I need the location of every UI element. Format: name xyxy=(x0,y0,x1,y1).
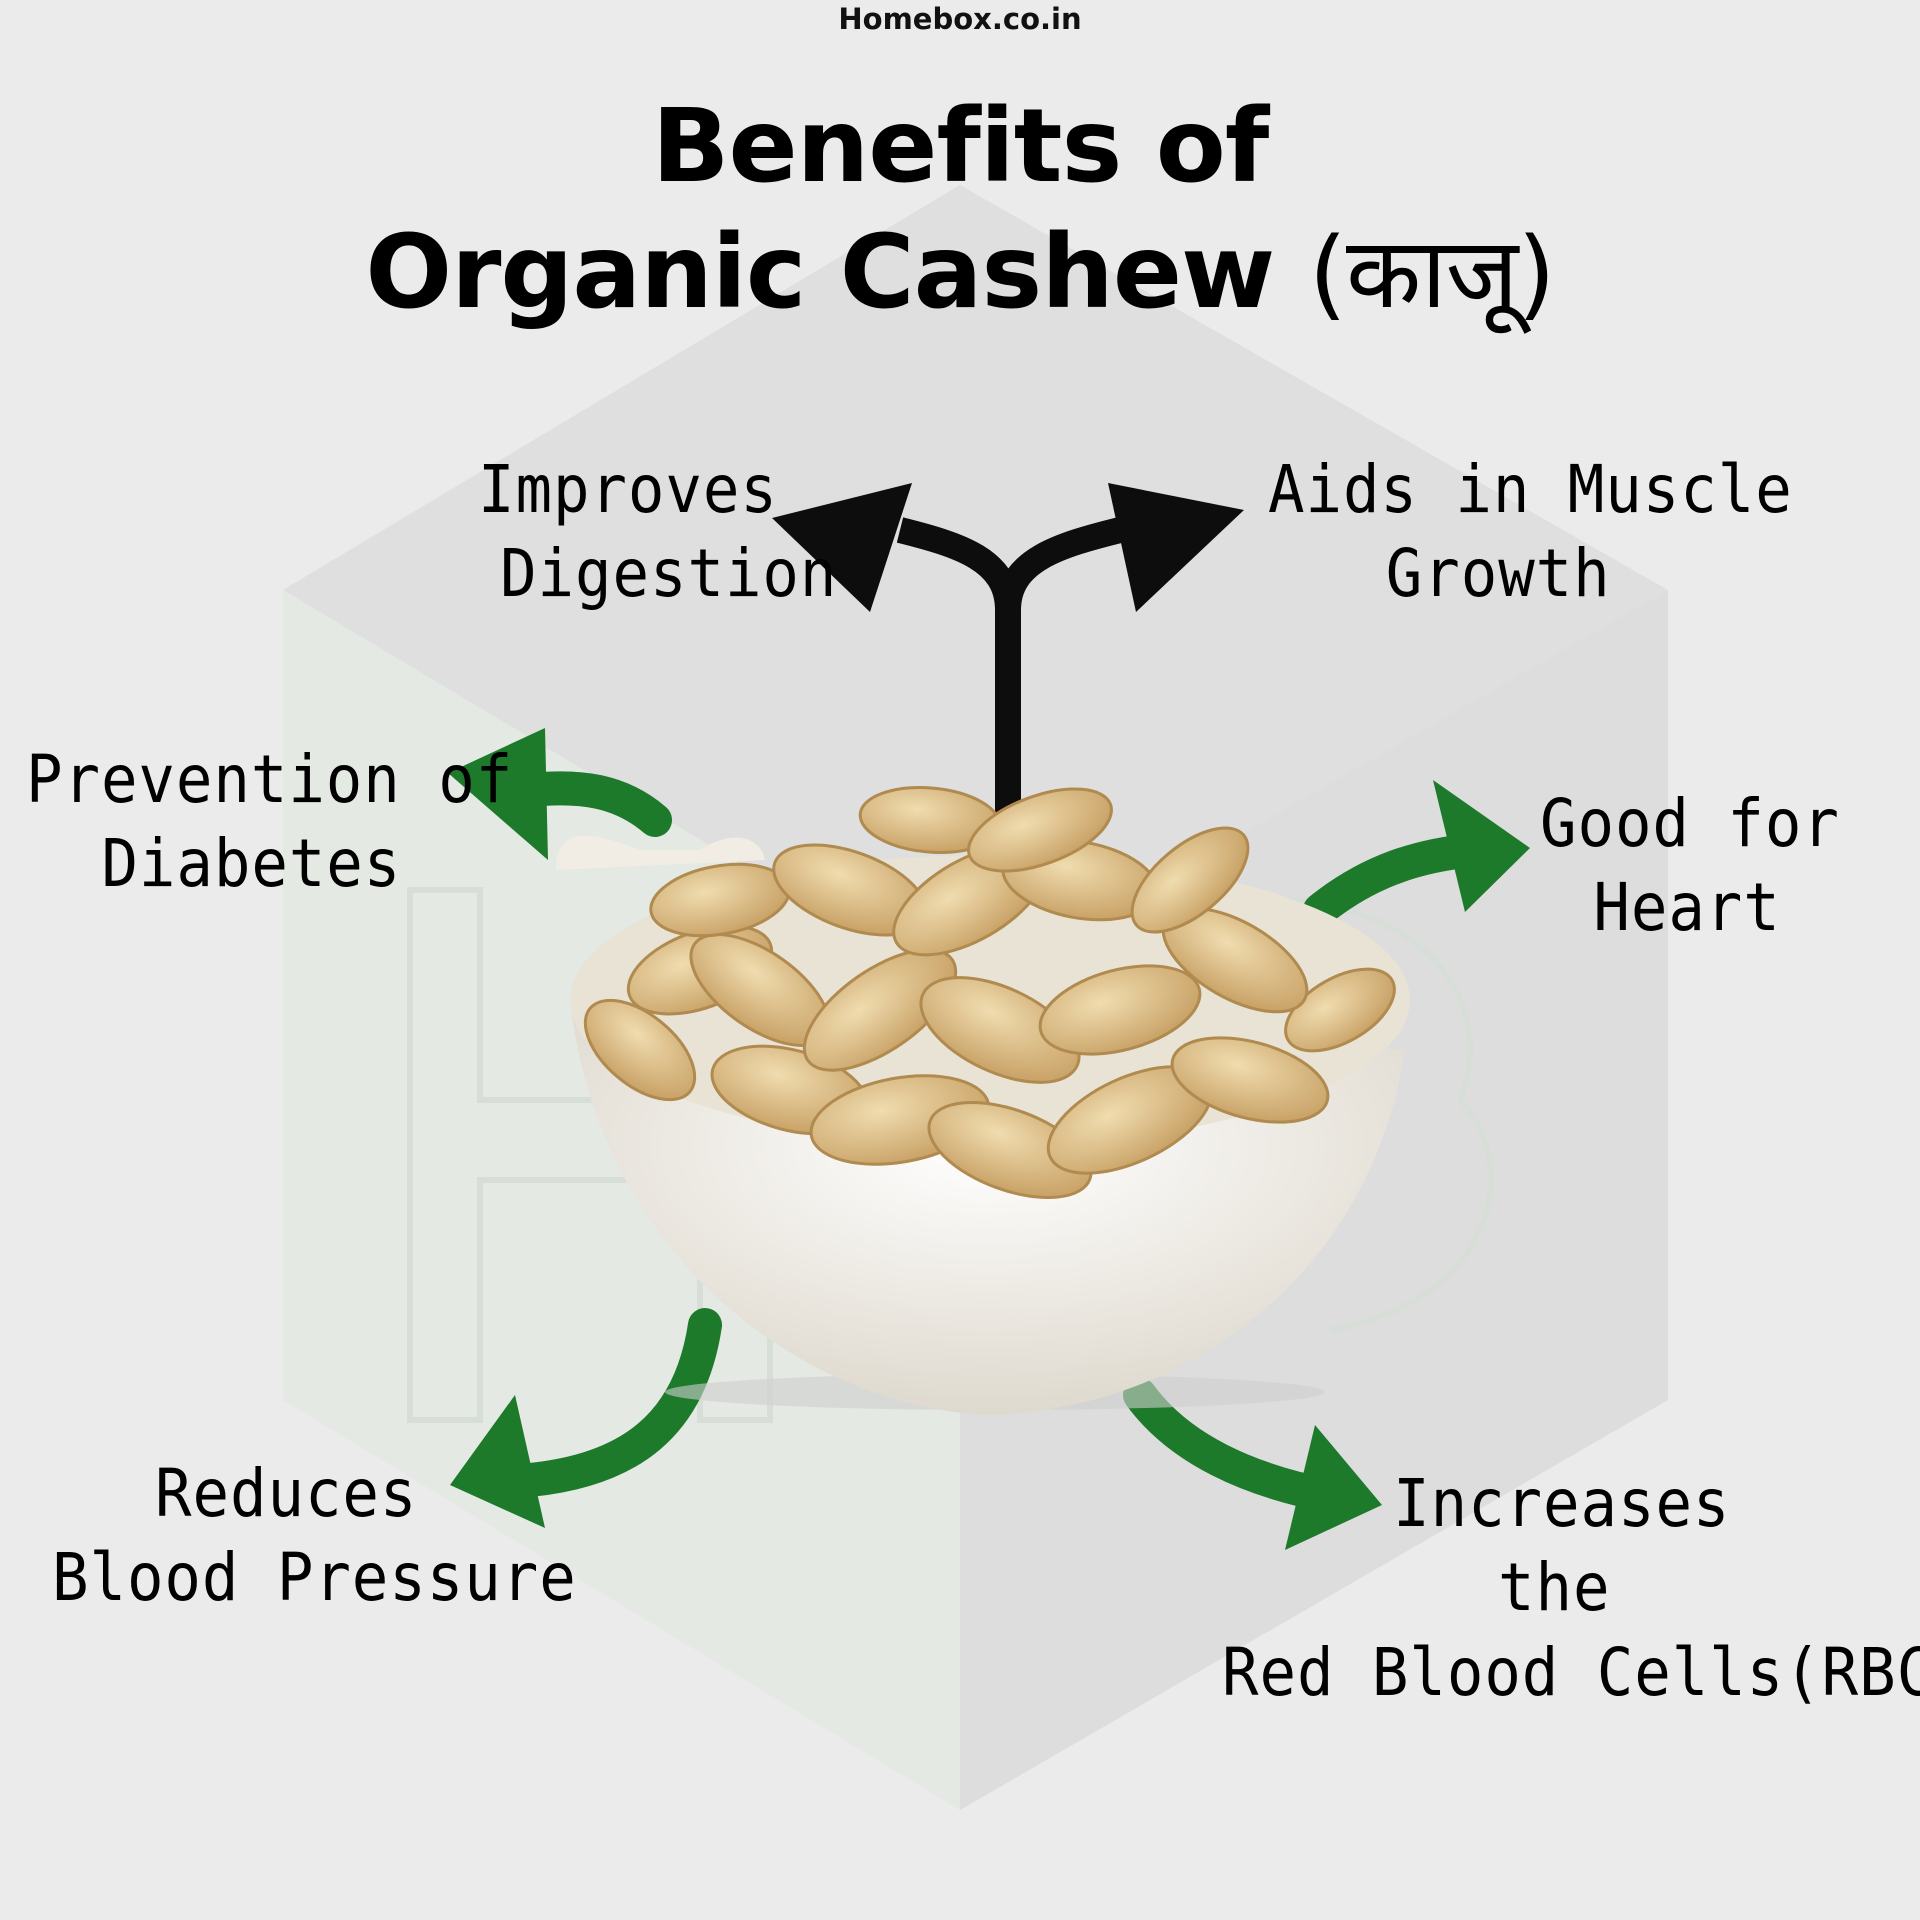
benefit-diabetes: Prevention of Diabetes xyxy=(26,738,513,907)
arrow-head-heart xyxy=(1433,780,1530,912)
page-title-line-1: Benefits of xyxy=(651,87,1270,206)
benefit-line: Prevention of xyxy=(26,741,514,818)
benefit-digestion: Improves Digestion xyxy=(478,448,837,617)
benefit-line: Good for xyxy=(1540,785,1840,862)
benefit-line: Blood Pressure xyxy=(52,1539,577,1617)
benefit-rbc: Increases the Red Blood Cells(RBC) xyxy=(1222,1462,1920,1715)
arrow-shaft-bp xyxy=(513,1308,722,1497)
arrow-head-muscle xyxy=(1108,483,1244,612)
cashew-bowl-image xyxy=(556,786,1410,1415)
benefit-line: Heart xyxy=(1593,869,1781,947)
cashew-pile xyxy=(583,786,1396,1200)
black-split-arrow xyxy=(896,517,1124,830)
benefit-blood-pressure: Reduces Blood Pressure xyxy=(52,1452,577,1621)
benefit-line: Red Blood Cells(RBC) xyxy=(1222,1633,1920,1711)
benefit-line: Growth xyxy=(1385,535,1611,613)
arrow-head-diabetes xyxy=(448,728,548,860)
benefit-line: Reduces xyxy=(155,1455,418,1532)
arrow-head-digestion xyxy=(772,483,912,612)
page-title-line-2: Organic Cashew (काजू) xyxy=(0,222,1920,324)
benefit-line: Aids in Muscle xyxy=(1268,451,1793,528)
title-product-name: Organic Cashew xyxy=(365,213,1275,332)
title-native-name: (काजू) xyxy=(1308,217,1556,331)
benefit-line: Increases xyxy=(1393,1465,1731,1542)
benefit-heart: Good for Heart xyxy=(1540,782,1840,951)
benefit-line: Improves xyxy=(478,451,778,528)
benefit-muscle: Aids in Muscle Growth xyxy=(1268,448,1793,617)
arrow-head-bp xyxy=(450,1395,545,1528)
benefit-line: the xyxy=(1498,1549,1611,1627)
benefit-line: Digestion xyxy=(500,535,838,613)
site-url: Homebox.co.in xyxy=(838,2,1082,36)
benefit-line: Diabetes xyxy=(101,825,402,903)
arrow-shaft-rbc xyxy=(1123,1378,1342,1512)
arrow-head-rbc xyxy=(1285,1425,1382,1550)
